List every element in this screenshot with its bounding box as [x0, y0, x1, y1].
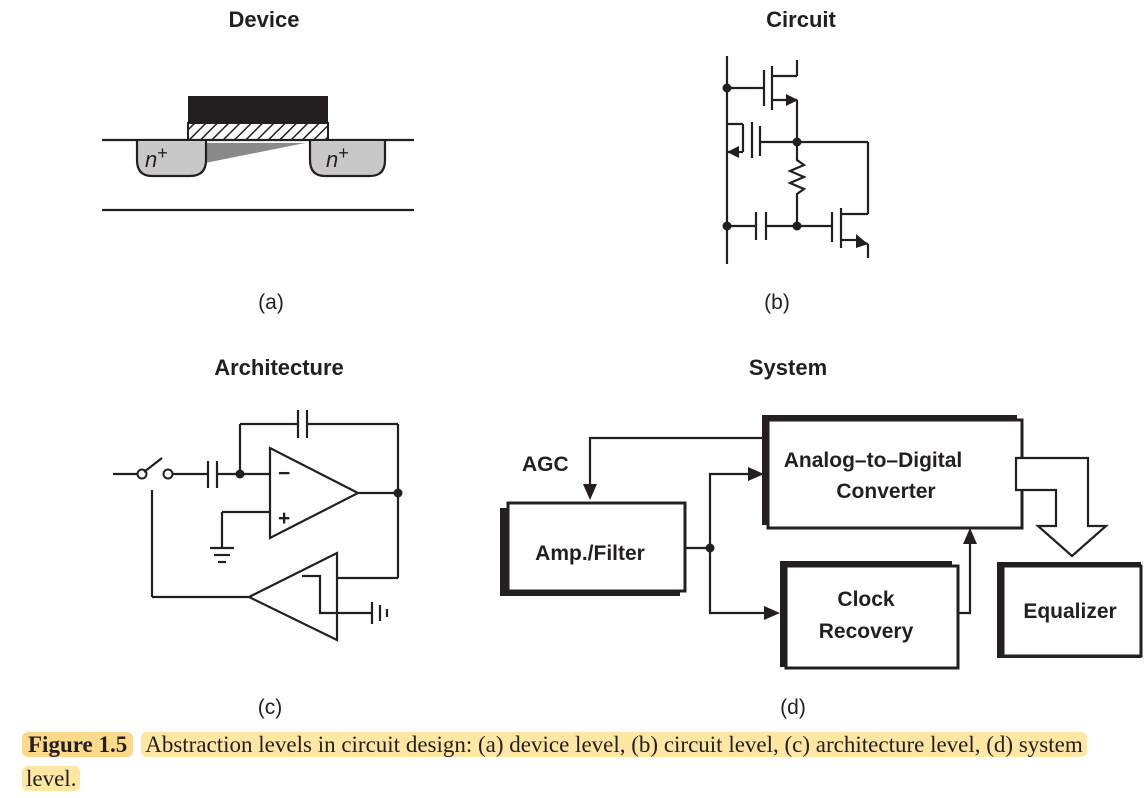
- opamp-minus-sign: −: [278, 462, 290, 485]
- adc-block: Analog–to–Digital Converter: [762, 415, 1024, 530]
- caption-text: Abstraction levels in circuit design: (a…: [22, 732, 1087, 791]
- source-n-plus-label: n+: [145, 143, 168, 172]
- agc-label: AGC: [522, 453, 569, 476]
- gate-electrode: [188, 96, 328, 123]
- source-diffusion: [135, 141, 208, 178]
- amp-filter-label: Amp./Filter: [535, 542, 645, 565]
- panel-d-label: (d): [780, 696, 806, 719]
- channel-region: [205, 143, 305, 163]
- circuit-title: Circuit: [766, 7, 836, 32]
- panel-circuit: Circuit: [722, 7, 870, 314]
- panel-b-label: (b): [764, 291, 790, 314]
- system-connections: AGC: [522, 436, 1109, 620]
- switch-blade: [143, 457, 163, 473]
- mos-cross-section: n+ n+: [102, 96, 414, 212]
- panel-a-label: (a): [258, 291, 284, 314]
- architecture-title: Architecture: [214, 355, 344, 380]
- data-bus-arrow: [1014, 456, 1109, 558]
- clock-label-line1: Clock: [837, 588, 895, 611]
- adc-label-line2: Converter: [836, 480, 935, 503]
- gate-oxide: [187, 122, 329, 141]
- equalizer-block: Equalizer: [997, 562, 1143, 658]
- drain-n-plus-label: n+: [326, 143, 349, 172]
- transistor-schematic: [722, 56, 870, 264]
- equalizer-label: Equalizer: [1023, 600, 1116, 623]
- figure-number: Figure 1.5: [22, 732, 134, 757]
- device-title: Device: [229, 7, 300, 32]
- drain-diffusion: [308, 141, 387, 178]
- opamp-plus-sign: +: [278, 507, 290, 530]
- amp-filter-block: Amp./Filter: [500, 501, 687, 596]
- clock-recovery-block: Clock Recovery: [780, 561, 960, 670]
- panel-c-label: (c): [258, 696, 283, 719]
- panel-device: Device n+ n+ (a): [102, 7, 414, 314]
- adc-label-line1: Analog–to–Digital: [784, 449, 963, 472]
- clock-label-line2: Recovery: [819, 620, 914, 643]
- panel-system: System Amp./Filter Analog–to–Digital Con…: [500, 355, 1143, 719]
- switched-capacitor-schematic: − +: [113, 410, 403, 642]
- system-title: System: [749, 355, 827, 380]
- panel-architecture: Architecture − +: [113, 355, 403, 719]
